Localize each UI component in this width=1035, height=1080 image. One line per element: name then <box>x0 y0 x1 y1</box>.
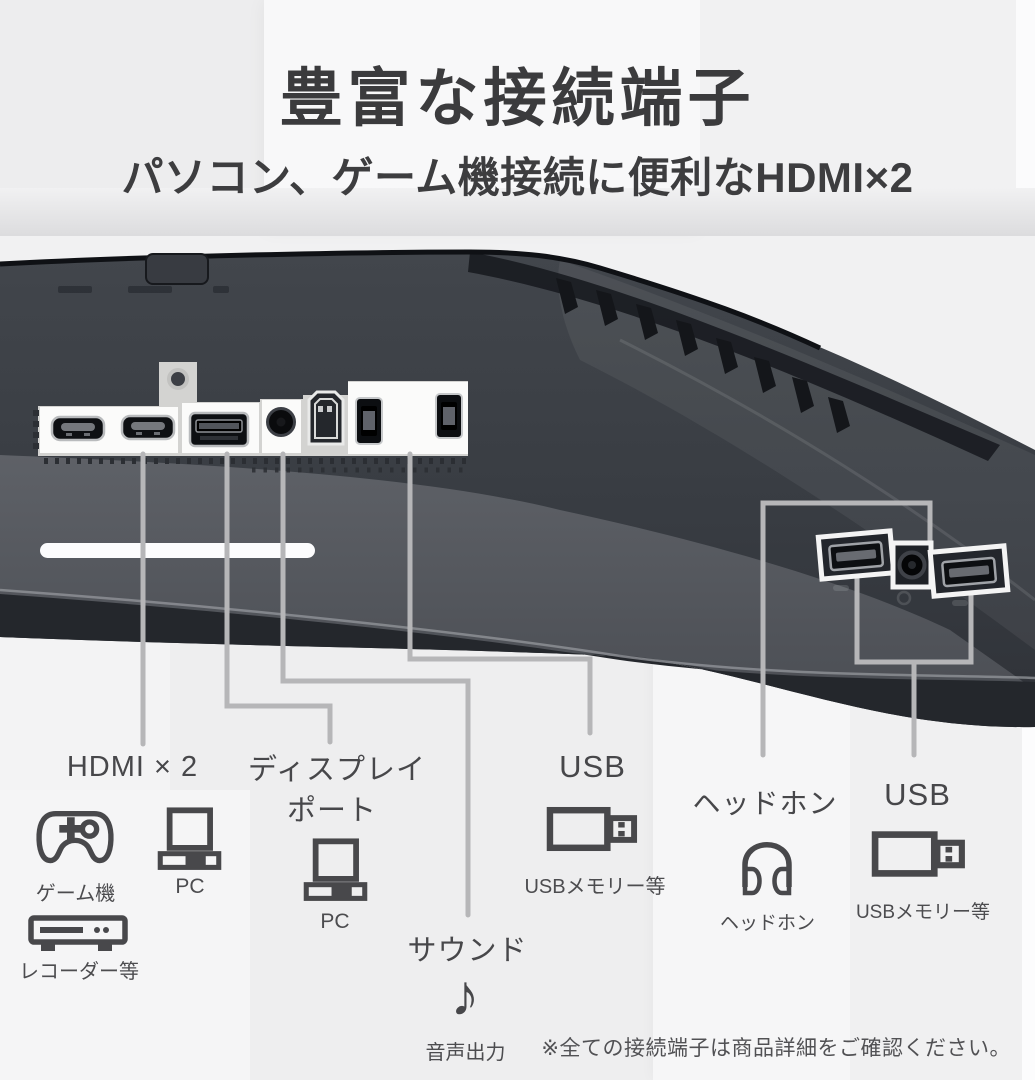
page-title: 豊富な接続端子 <box>279 64 756 134</box>
callout-label-headphone: ヘッドホン <box>692 788 838 819</box>
usb-a-port-4 <box>927 543 1011 599</box>
laptop-icon <box>157 807 222 870</box>
callout-label-usb-right: USB <box>884 777 951 812</box>
device-label-recorder: レコーダー等 <box>19 961 139 983</box>
monitor-bezel-line <box>0 588 1035 680</box>
device-label-pc-displayport: PC <box>320 910 350 933</box>
callout-line-displayport <box>224 451 333 745</box>
vent-grill <box>556 278 850 433</box>
hdmi-port-2 <box>120 414 176 441</box>
background-tile <box>700 0 1016 224</box>
headphones-icon <box>742 842 792 896</box>
callout-label-displayport-line2: ポート <box>286 795 377 827</box>
device-label-usb-memory-right: USBメモリー等 <box>855 902 991 923</box>
callout-line-sound <box>280 451 471 918</box>
callout-label-displayport-line1: ディスプレイ <box>248 754 426 786</box>
laptop-icon <box>303 838 368 901</box>
port-panel <box>33 362 468 473</box>
callout-label-sound: サウンド <box>407 935 528 967</box>
device-label-pc-hdmi: PC <box>175 875 205 898</box>
recorder-icon <box>28 915 128 951</box>
background-tile <box>0 0 264 222</box>
monitor-bezel-band <box>0 594 1035 728</box>
background-tile <box>170 636 653 1080</box>
usb-a-port-2 <box>435 393 463 439</box>
device-label-usb-memory-left: USBメモリー等 <box>524 876 666 898</box>
gamepad-icon <box>36 811 114 864</box>
callout-line-usb-left <box>407 451 593 736</box>
usb-stick-icon <box>871 831 965 877</box>
displayport-port <box>188 411 250 448</box>
stand-highlight-bar <box>40 543 315 558</box>
background-tile <box>653 648 850 1080</box>
background-tile <box>1022 662 1035 1080</box>
usb-a-port-1 <box>355 397 383 445</box>
printed-side-glyphs <box>833 585 968 606</box>
callout-label-hdmi: HDMI × 2 <box>66 751 199 783</box>
background-shadow-band <box>0 188 1035 236</box>
music-note-icon: ♪ <box>450 963 480 1028</box>
page-subtitle: パソコン、ゲーム機接続に便利なHDMI×2 <box>121 154 914 201</box>
callout-label-displayport: ディスプレイ ポート <box>248 750 425 832</box>
device-label-game-console: ゲーム機 <box>35 883 116 905</box>
usb-a-port-3 <box>815 528 897 582</box>
callout-label-usb-left: USB <box>559 749 626 784</box>
background-tile <box>1016 0 1035 226</box>
usb-stick-icon <box>546 806 638 852</box>
device-label-headphone: ヘッドホン <box>720 913 816 934</box>
hdmi-port-1 <box>50 415 106 442</box>
printed-port-labels <box>58 286 229 293</box>
monitor-underside <box>0 455 1035 721</box>
callout-line-headphone <box>760 500 933 758</box>
footer-note: ※全ての接続端子は商品詳細をご確認ください。 <box>541 1037 1011 1060</box>
headphone-jack-port <box>890 540 934 590</box>
audio-in-port <box>266 407 296 437</box>
device-label-audio-out: 音声出力 <box>425 1042 506 1064</box>
usb-b-port <box>307 390 345 446</box>
monitor-latch <box>145 253 209 285</box>
monitor-photo <box>0 249 1035 728</box>
